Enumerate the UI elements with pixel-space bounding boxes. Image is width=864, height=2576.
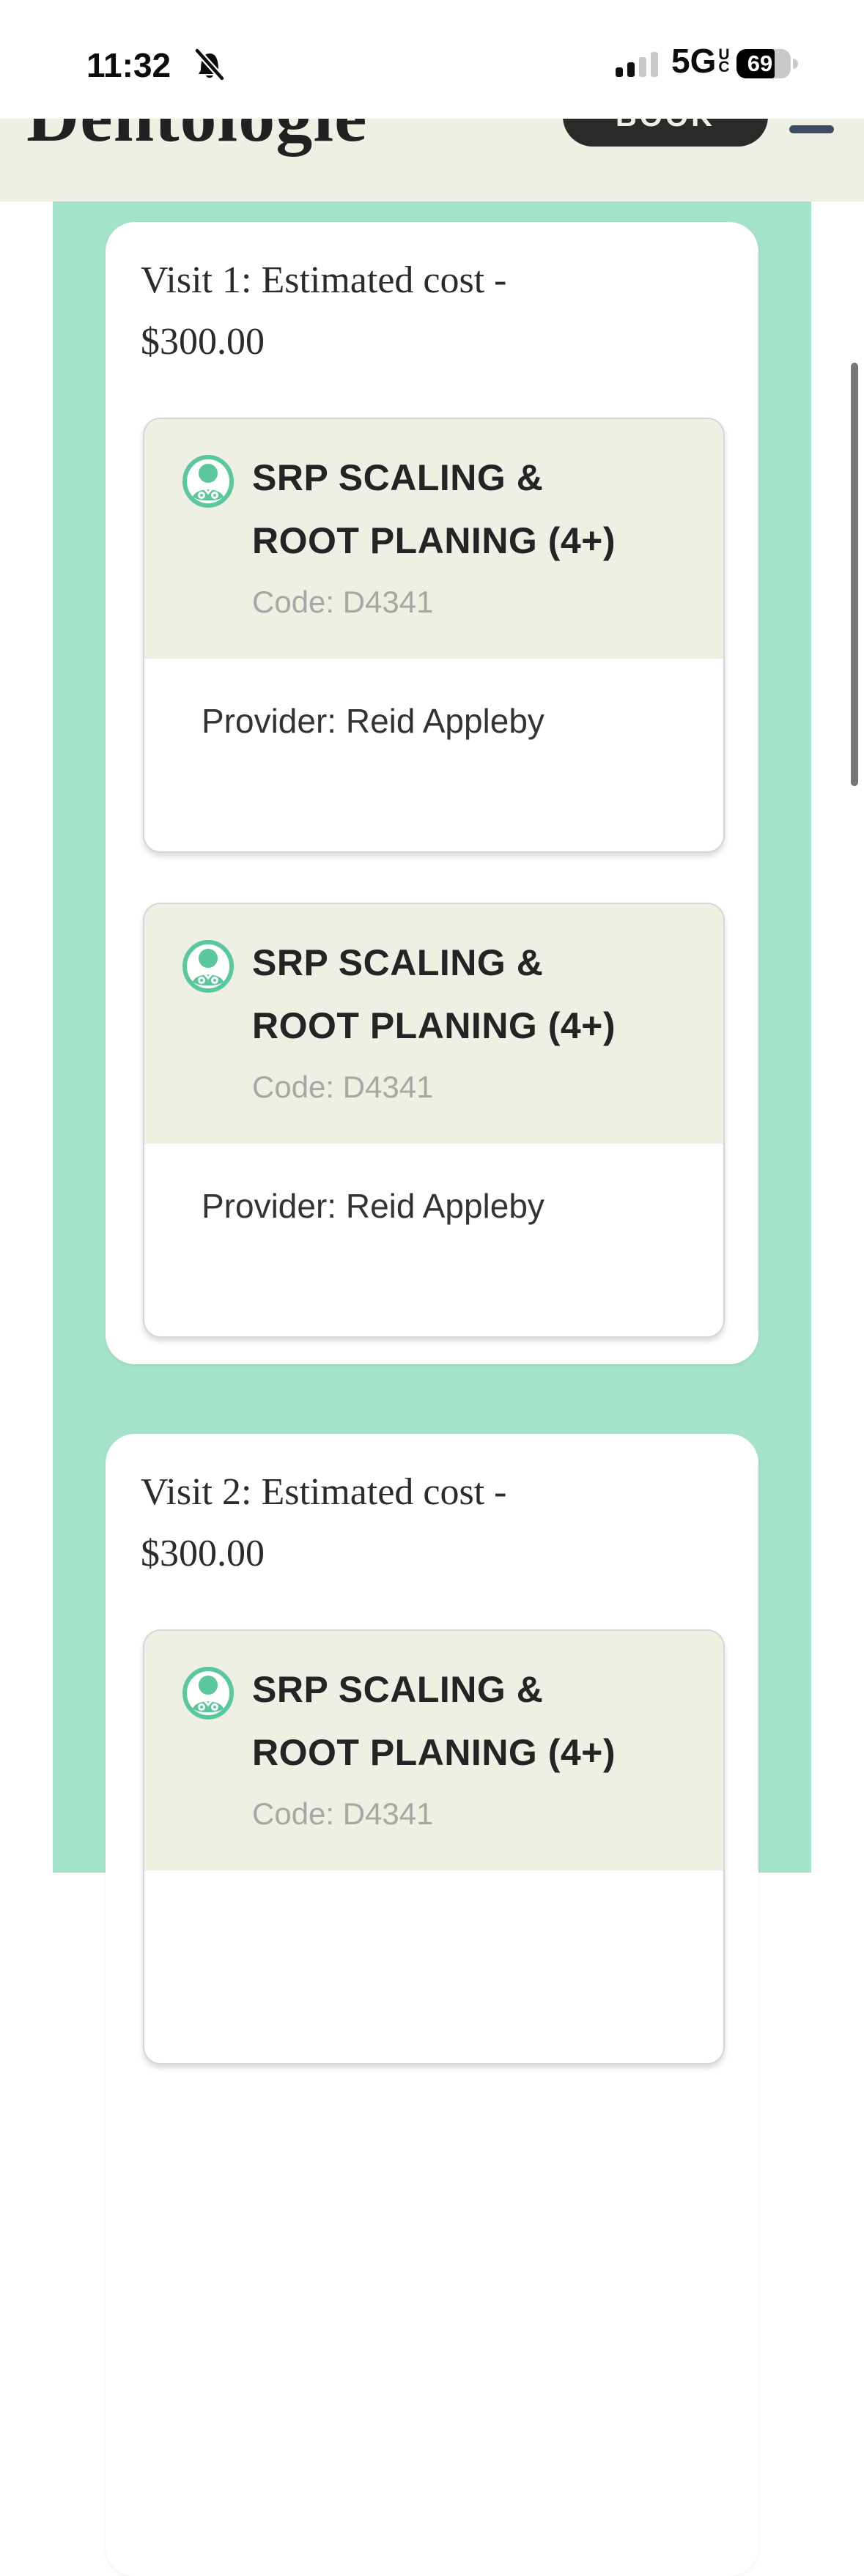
hamburger-menu-icon[interactable] xyxy=(789,125,834,133)
visit-2-cost: $300.00 xyxy=(141,1533,265,1574)
treatment-code: Code: D4341 xyxy=(252,1070,434,1104)
battery-fill xyxy=(736,49,775,78)
notifications-silenced-icon xyxy=(193,48,226,81)
visit-1-cost: $300.00 xyxy=(141,321,265,363)
treatment-name-line1: SRP SCALING & xyxy=(252,942,544,983)
treatment-name-line1: SRP SCALING & xyxy=(252,1669,544,1710)
battery-percent: 69 xyxy=(747,51,773,76)
treatment-provider: Provider: Reid Appleby xyxy=(202,1187,544,1225)
visit-1-title-line1: Visit 1: Estimated cost - xyxy=(141,259,507,301)
network-suffix-bottom: C xyxy=(718,59,730,75)
visit-1-card: Visit 1: Estimated cost - $300.00 SRP SC… xyxy=(106,222,758,1364)
treatment-name-line2: ROOT PLANING (4+) xyxy=(252,520,616,561)
treatment-card-header xyxy=(144,419,723,659)
treatment-name: SRP SCALING & ROOT PLANING (4+) xyxy=(252,446,616,572)
doctor-avatar-icon xyxy=(182,455,234,508)
cellular-signal-icon xyxy=(616,51,660,77)
treatment-provider: Provider: Reid Appleby xyxy=(202,702,544,740)
network-type-indicator: 5G U C xyxy=(671,44,730,78)
treatment-code: Code: D4341 xyxy=(252,1796,434,1831)
battery-body: 69 xyxy=(736,49,791,78)
treatment-name-line2: ROOT PLANING (4+) xyxy=(252,1732,616,1773)
network-type-suffix: U C xyxy=(718,46,730,75)
battery-cap xyxy=(793,59,798,69)
visit-2-title: Visit 2: Estimated cost - $300.00 xyxy=(141,1462,506,1585)
treatment-name: SRP SCALING & ROOT PLANING (4+) xyxy=(252,931,616,1057)
treatment-card-header xyxy=(144,1631,723,1870)
status-bar: 11:32 5G U C 69 xyxy=(0,0,864,119)
network-type-label: 5G xyxy=(671,42,717,80)
treatment-name-line1: SRP SCALING & xyxy=(252,457,544,498)
visit-2-card: Visit 2: Estimated cost - $300.00 SRP SC… xyxy=(106,1434,758,2576)
battery-indicator: 69 xyxy=(736,49,801,78)
treatment-card-header xyxy=(144,904,723,1144)
scroll-indicator[interactable] xyxy=(851,363,858,786)
treatment-name: SRP SCALING & ROOT PLANING (4+) xyxy=(252,1658,616,1784)
doctor-avatar-icon xyxy=(182,1667,234,1720)
visit-2-title-line1: Visit 2: Estimated cost - xyxy=(141,1471,507,1513)
site-header: Dentologie BOOK xyxy=(0,75,864,201)
treatment-card: SRP SCALING & ROOT PLANING (4+) Code: D4… xyxy=(143,418,725,853)
network-suffix-top: U xyxy=(718,46,730,63)
status-time: 11:32 xyxy=(86,46,171,84)
treatment-card: SRP SCALING & ROOT PLANING (4+) Code: D4… xyxy=(143,1629,725,2065)
treatment-card: SRP SCALING & ROOT PLANING (4+) Code: D4… xyxy=(143,903,725,1338)
treatment-code: Code: D4341 xyxy=(252,585,434,619)
treatment-name-line2: ROOT PLANING (4+) xyxy=(252,1005,616,1046)
doctor-avatar-icon xyxy=(182,940,234,993)
visit-1-title: Visit 1: Estimated cost - $300.00 xyxy=(141,250,506,373)
